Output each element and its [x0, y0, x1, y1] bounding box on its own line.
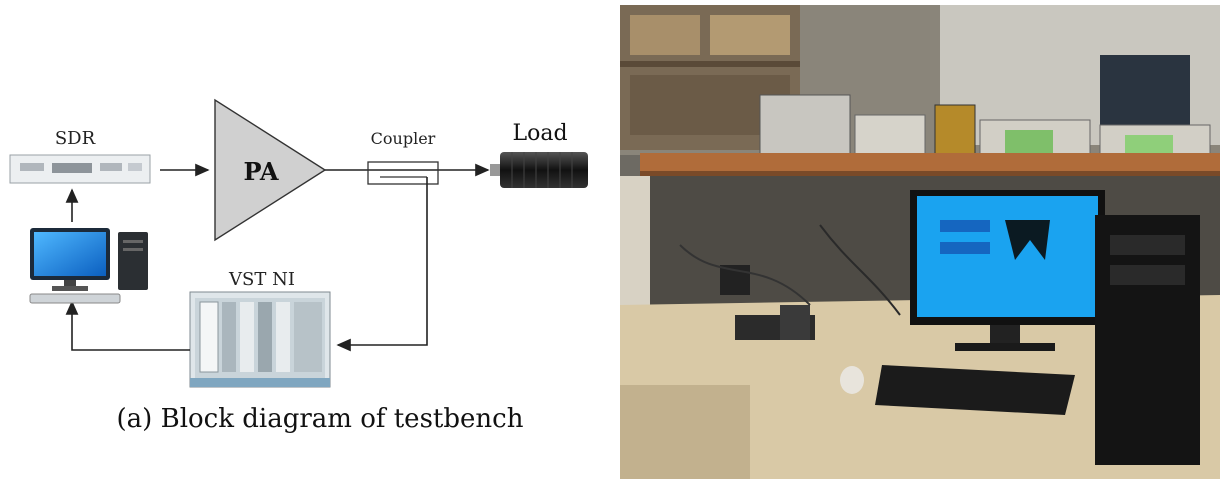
pa-amplifier-triangle [214, 98, 327, 242]
coupler-box [367, 161, 439, 185]
testbench-photo [620, 5, 1220, 479]
mouse [840, 366, 864, 394]
load-termination [490, 152, 588, 188]
pc-tower [1095, 215, 1200, 465]
load-label: Load [512, 121, 567, 146]
pc-computer-icon [29, 228, 148, 304]
arrow-coupler-to-vst [336, 177, 428, 352]
vst-ni-label: VST NI [228, 269, 295, 290]
wooden-shelf [640, 153, 1220, 171]
testbench-block-diagram: SDR PA Coupler Load VST NI [9, 98, 588, 388]
diagram-caption: (a) Block diagram of testbench [116, 404, 524, 434]
pa-label: PA [244, 157, 279, 186]
arrow-vst-to-pc [65, 300, 190, 351]
sdr-device [9, 154, 151, 184]
coupler-label: Coupler [371, 129, 436, 148]
vst-ni-chassis [189, 291, 331, 388]
keyboard [875, 365, 1075, 415]
sdr-label: SDR [55, 128, 96, 149]
monitor [910, 190, 1105, 351]
